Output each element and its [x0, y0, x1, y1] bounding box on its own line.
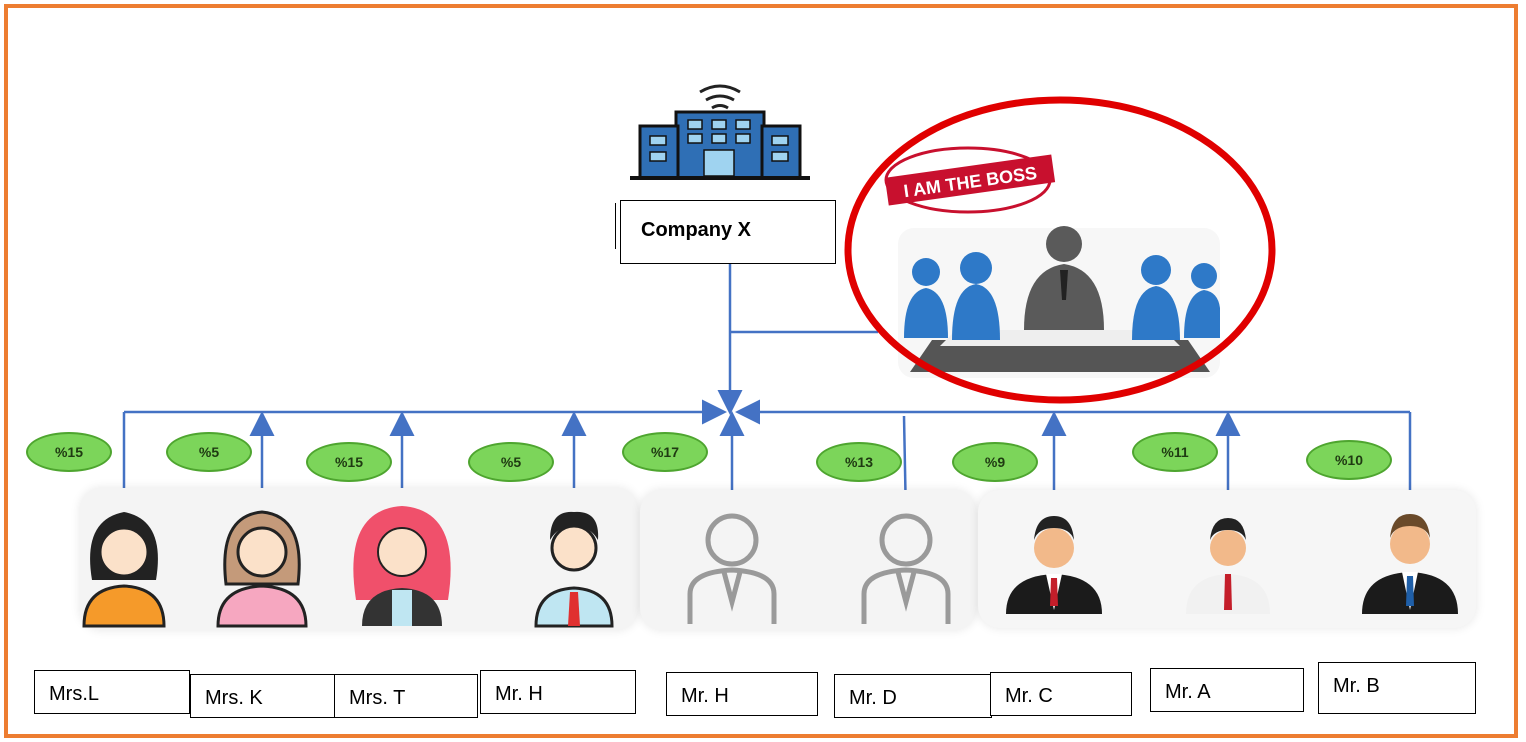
name-box: Mrs. T — [334, 674, 478, 718]
share-badge: %15 — [306, 442, 392, 482]
businessman-icon — [1186, 518, 1270, 614]
woman-avatar-icon — [82, 512, 166, 628]
person-name: Mrs. K — [205, 687, 263, 709]
businessman-icon — [1006, 516, 1102, 614]
boss-meeting-image — [898, 226, 1220, 378]
person-name: Mr. C — [1005, 685, 1053, 707]
man-outline-icon — [861, 513, 951, 624]
diagram-frame — [4, 4, 1518, 738]
company-name: Company X — [641, 219, 752, 241]
share-badge: %13 — [816, 442, 902, 482]
name-box: Mr. C — [990, 672, 1132, 716]
boss-stamp-logo: I AM THE BOSS — [884, 146, 1056, 214]
share-badge: %5 — [166, 432, 252, 472]
share-badge: %17 — [622, 432, 708, 472]
person-name: Mrs. T — [349, 687, 406, 709]
share-badge: %15 — [26, 432, 112, 472]
company-box: Company X — [615, 200, 836, 264]
person-name: Mr. H — [495, 683, 543, 705]
name-box: Mr. H — [666, 672, 818, 716]
share-badge: %5 — [468, 442, 554, 482]
share-badge: %9 — [952, 442, 1038, 482]
person-name: Mr. H — [681, 685, 729, 707]
businessman-icon — [1362, 514, 1458, 614]
person-name: Mr. A — [1165, 681, 1211, 703]
company-box-edge — [615, 203, 620, 249]
boss-highlight-ring — [844, 96, 1276, 404]
woman-avatar-icon — [353, 506, 451, 626]
man-avatar-icon — [534, 511, 614, 628]
name-box: Mr. A — [1150, 668, 1304, 712]
person-name: Mr. B — [1333, 675, 1380, 697]
name-box: Mr. D — [834, 674, 992, 718]
woman-avatar-icon — [216, 510, 308, 628]
building-icon — [630, 84, 810, 180]
people-icons — [82, 506, 1458, 628]
name-box: Mr. B — [1318, 662, 1476, 714]
name-box: Mrs. K — [190, 674, 336, 718]
person-name: Mr. D — [849, 687, 897, 709]
share-badge: %10 — [1306, 440, 1392, 480]
name-box: Mrs.L — [34, 670, 190, 714]
name-box: Mr. H — [480, 670, 636, 714]
person-name: Mrs.L — [49, 683, 99, 705]
share-badge: %11 — [1132, 432, 1218, 472]
man-outline-icon — [687, 513, 777, 624]
